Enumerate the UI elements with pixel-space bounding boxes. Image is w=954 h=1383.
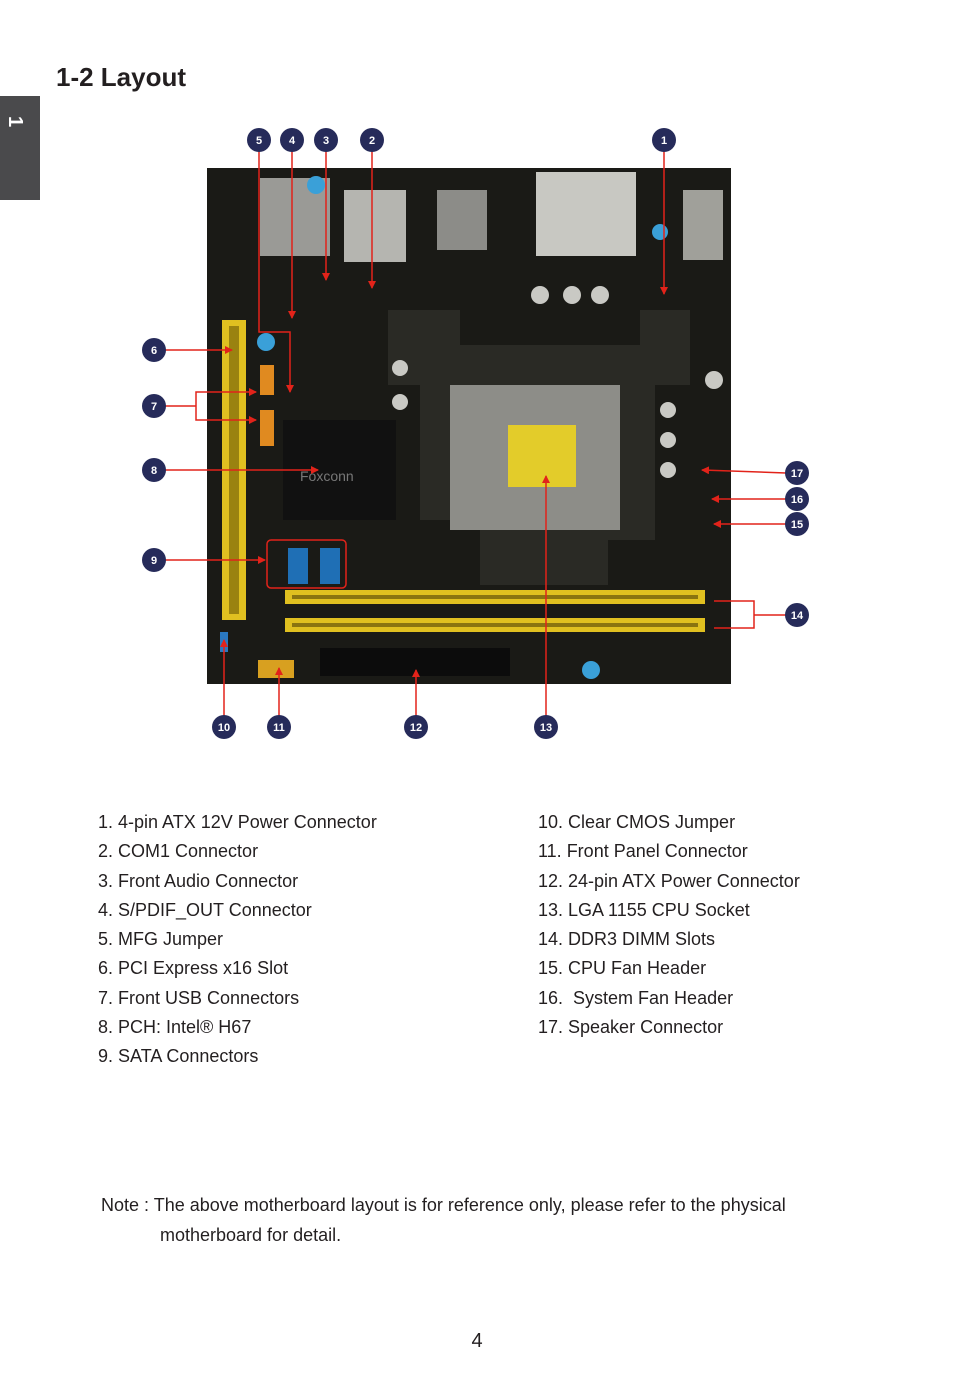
legend-item: 8. PCH: Intel® H67 [98, 1017, 252, 1038]
usb-bracket-bottom [195, 405, 257, 424]
legend-item: 3. Front Audio Connector [98, 870, 299, 891]
reference-note: Note : The above motherboard layout is f… [101, 1190, 881, 1250]
callout-number: 4 [289, 135, 296, 147]
callout-number: 9 [151, 555, 157, 567]
component-legend-right: 10. Clear CMOS Jumper 11. Front Panel Co… [538, 808, 800, 1042]
legend-item: 6. PCI Express x16 Slot [98, 958, 289, 979]
callout-badge-2: 2 [360, 128, 384, 152]
callout-badge-9: 9 [142, 548, 166, 572]
callout-number: 15 [791, 519, 803, 531]
sata-highlight-box [266, 539, 347, 589]
callout-badge-12: 12 [404, 715, 428, 739]
callout-badge-3: 3 [314, 128, 338, 152]
callout-number: 5 [256, 135, 262, 147]
callout-number: 8 [151, 465, 157, 477]
legend-item: 5. MFG Jumper [98, 929, 224, 950]
legend-item: 15. CPU Fan Header [538, 958, 707, 979]
page-number: 4 [471, 1330, 483, 1352]
callout-number: 17 [791, 468, 803, 480]
callout-number: 11 [273, 722, 285, 734]
legend-item: 17. Speaker Connector [538, 1017, 724, 1038]
callout-number: 7 [151, 401, 157, 413]
legend-item: 2. COM1 Connector [98, 841, 259, 862]
callout-badge-8: 8 [142, 458, 166, 482]
callout-badge-5: 5 [247, 128, 271, 152]
callout-badge-11: 11 [267, 715, 291, 739]
callout-number: 16 [791, 494, 803, 506]
note-line-2: motherboard for detail. [160, 1225, 342, 1245]
usb-bracket-top [195, 388, 257, 405]
legend-item: 7. Front USB Connectors [98, 987, 300, 1008]
leader-line-5 [258, 151, 294, 393]
legend-item: 16. System Fan Header [538, 987, 734, 1008]
motherboard-diagram: Foxconn [142, 128, 809, 739]
callout-number: 12 [410, 722, 422, 734]
chapter-tab: 1 [0, 96, 40, 200]
callout-badge-13: 13 [534, 715, 558, 739]
callout-number: 6 [151, 345, 157, 357]
callout-badge-15: 15 [785, 512, 809, 536]
callout-badge-4: 4 [280, 128, 304, 152]
callout-number: 13 [540, 722, 552, 734]
leader-line-17 [701, 466, 787, 475]
legend-item: 4. S/PDIF_OUT Connector [98, 899, 312, 920]
callout-badge-10: 10 [212, 715, 236, 739]
callout-badge-16: 16 [785, 487, 809, 511]
legend-item: 1. 4-pin ATX 12V Power Connector [98, 812, 377, 832]
legend-item: 12. 24-pin ATX Power Connector [538, 870, 800, 891]
callout-badge-14: 14 [785, 603, 809, 627]
legend-item: 14. DDR3 DIMM Slots [538, 929, 716, 950]
legend-item: 11. Front Panel Connector [538, 841, 748, 862]
motherboard-photo: Foxconn [207, 168, 731, 684]
callout-badge-7: 7 [142, 394, 166, 418]
callout-badge-6: 6 [142, 338, 166, 362]
callout-number: 2 [369, 135, 375, 147]
callout-number: 1 [661, 135, 667, 147]
callout-number: 3 [323, 135, 329, 147]
legend-item: 9. SATA Connectors [98, 1046, 259, 1067]
callout-number: 14 [791, 610, 804, 622]
page-title: 1-2 Layout [56, 62, 187, 92]
legend-item: 13. LGA 1155 CPU Socket [538, 899, 750, 920]
callout-badge-1: 1 [652, 128, 676, 152]
legend-item: 10. Clear CMOS Jumper [538, 812, 736, 832]
note-line-1: Note : The above motherboard layout is f… [101, 1195, 786, 1215]
callout-number: 10 [218, 722, 230, 734]
callout-badge-17: 17 [785, 461, 809, 485]
component-legend-left: 1. 4-pin ATX 12V Power Connector 2. COM1… [98, 808, 377, 1072]
